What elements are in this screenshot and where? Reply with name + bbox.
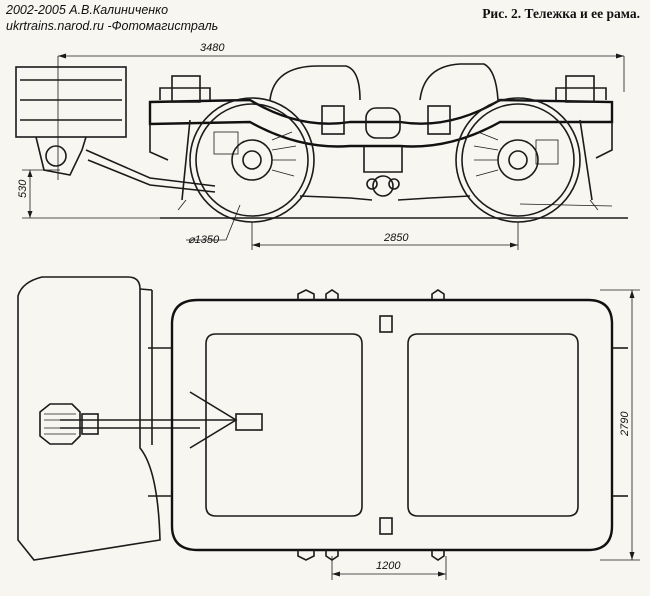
dim-center-offset: 1200	[331, 556, 447, 580]
dim-label-wheel-diameter: ⌀1350	[188, 234, 220, 246]
dim-frame-width: 2790	[600, 289, 640, 561]
dim-overall-length: 3480	[57, 42, 625, 180]
dim-label-height: 530	[17, 179, 29, 198]
brake-rigging	[177, 119, 613, 211]
wheel-right	[455, 97, 581, 223]
side-elevation: 3480 530	[15, 42, 628, 250]
dim-label-wheelbase: 2850	[383, 232, 409, 244]
credit-site: ukrtrains.narod.ru -Фотомагистраль	[6, 19, 219, 33]
brake-triangle	[189, 391, 263, 449]
figure-caption: Рис. 2. Тележка и ее рама.	[482, 6, 640, 21]
dim-height: 530	[17, 169, 200, 219]
car-body-section	[15, 66, 216, 193]
dim-label-center-offset: 1200	[376, 560, 401, 572]
bogie-frame-plan	[148, 289, 628, 561]
dim-wheelbase: 2850	[251, 222, 519, 250]
plan-view: 2790 1200	[17, 276, 640, 580]
watermark-credit: 2002-2005 А.В.Калиниченко ukrtrains.naro…	[6, 2, 218, 34]
credit-author: 2002-2005 А.В.Калиниченко	[6, 3, 169, 17]
dim-label-overall-length: 3480	[200, 42, 225, 54]
dim-wheel-diameter: ⌀1350	[186, 204, 241, 246]
car-body-plan	[17, 276, 161, 561]
dim-label-frame-width: 2790	[619, 411, 631, 437]
wheel-left	[189, 97, 315, 223]
drawbar	[39, 403, 200, 445]
bogie-frame-side	[148, 63, 614, 197]
